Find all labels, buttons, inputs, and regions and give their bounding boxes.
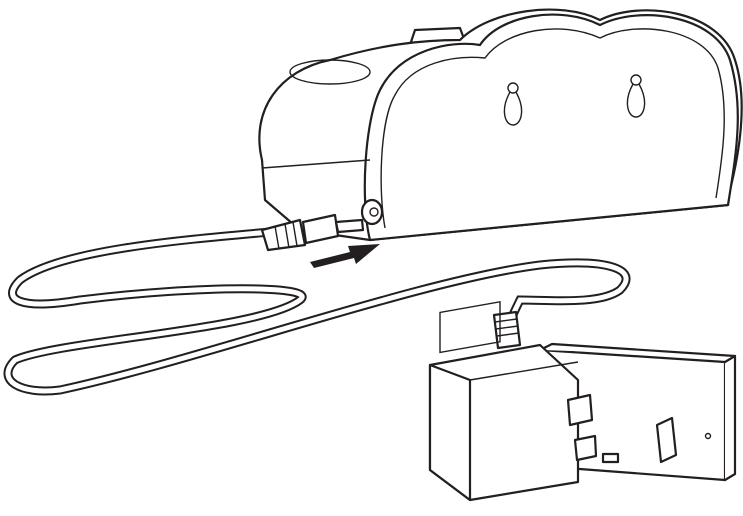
adapter-label-area	[440, 302, 500, 353]
power-adapter	[430, 302, 596, 500]
device-cloud-shaped-base	[259, 10, 741, 240]
insert-arrow	[310, 244, 380, 268]
dc-jack-port	[362, 200, 382, 224]
socket-switch	[657, 418, 676, 462]
